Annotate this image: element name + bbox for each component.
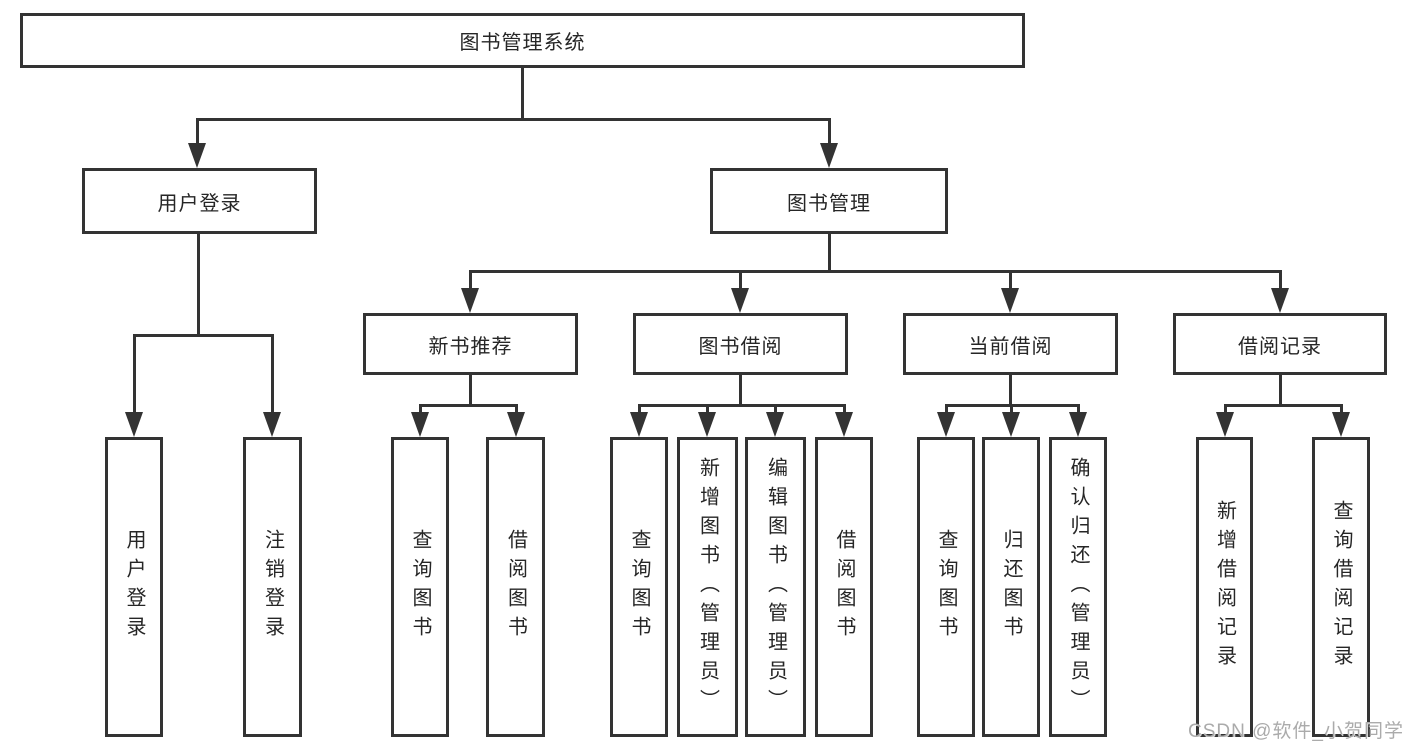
arrowhead-down-icon xyxy=(1216,412,1234,437)
leaf-user-login: 用户登录 xyxy=(105,437,163,737)
arrowhead-down-icon xyxy=(1271,288,1289,313)
connector-bookmgmt-stem xyxy=(828,234,831,273)
leaf-label: 借阅图书 xyxy=(833,529,855,645)
leaf-confirm-return-admin: 确认归还（管理员） xyxy=(1049,437,1107,737)
node-label: 图书管理 xyxy=(787,192,871,215)
leaf-query-books: 查询图书 xyxy=(391,437,449,737)
leaf-query-books: 查询图书 xyxy=(917,437,975,737)
node-label: 借阅记录 xyxy=(1238,335,1322,358)
connector-records-bar xyxy=(1224,404,1343,407)
connector-borrow-stub xyxy=(774,404,777,414)
leaf-label: 查询借阅记录 xyxy=(1330,500,1352,674)
arrowhead-down-icon xyxy=(698,412,716,437)
leaf-label: 用户登录 xyxy=(123,529,145,645)
leaf-label: 查询图书 xyxy=(935,529,957,645)
arrowhead-down-icon xyxy=(263,412,281,437)
connector-newbook-stub xyxy=(515,404,518,414)
node-label: 用户登录 xyxy=(157,192,242,215)
leaf-add-borrow-record: 新增借阅记录 xyxy=(1196,437,1253,737)
leaf-label: 新增图书（管理员） xyxy=(696,456,719,718)
connector-userlogin-stem xyxy=(197,234,200,336)
connector-newbook-stem xyxy=(469,375,472,406)
node-label: 当前借阅 xyxy=(968,335,1053,358)
leaf-query-borrow-record: 查询借阅记录 xyxy=(1312,437,1370,737)
arrowhead-down-icon xyxy=(630,412,648,437)
arrowhead-down-icon xyxy=(461,288,479,313)
leaf-borrow-books: 借阅图书 xyxy=(815,437,873,737)
connector-bookmgmt-bar xyxy=(469,270,1282,273)
leaf-add-books-admin: 新增图书（管理员） xyxy=(677,437,738,737)
csdn-watermark: CSDN @软件_小贺同学 xyxy=(1188,721,1404,742)
arrowhead-down-icon xyxy=(411,412,429,437)
node-user-login: 用户登录 xyxy=(82,168,317,234)
leaf-query-books: 查询图书 xyxy=(610,437,668,737)
connector-bookmgmt-stub xyxy=(469,270,472,290)
node-new-book-recommend: 新书推荐 xyxy=(363,313,578,375)
arrowhead-down-icon xyxy=(766,412,784,437)
connector-borrow-bar xyxy=(638,404,846,407)
leaf-return-books: 归还图书 xyxy=(982,437,1040,737)
arrowhead-down-icon xyxy=(1332,412,1350,437)
arrowhead-down-icon xyxy=(125,412,143,437)
connector-current-stub xyxy=(1010,404,1013,414)
connector-borrow-stem xyxy=(739,375,742,406)
node-label: 图书管理系统 xyxy=(459,32,586,54)
node-borrow-records: 借阅记录 xyxy=(1173,313,1387,375)
arrowhead-down-icon xyxy=(507,412,525,437)
arrowhead-down-icon xyxy=(1002,412,1020,437)
arrowhead-down-icon xyxy=(731,288,749,313)
connector-newbook-stub xyxy=(419,404,422,414)
node-book-management: 图书管理 xyxy=(710,168,948,234)
leaf-label: 编辑图书（管理员） xyxy=(764,456,787,718)
connector-newbook-bar xyxy=(419,404,518,407)
arrowhead-down-icon xyxy=(1001,288,1019,313)
connector-userlogin-bar xyxy=(133,334,274,337)
connector-root-right-stub xyxy=(828,118,831,146)
arrowhead-down-icon xyxy=(188,143,206,168)
connector-borrow-stub xyxy=(843,404,846,414)
arrowhead-down-icon xyxy=(835,412,853,437)
connector-bookmgmt-stub xyxy=(1009,270,1012,290)
connector-userlogin-right-stub xyxy=(271,334,274,414)
arrowhead-down-icon xyxy=(1069,412,1087,437)
leaf-borrow-books: 借阅图书 xyxy=(486,437,545,737)
connector-borrow-stub xyxy=(638,404,641,414)
connector-records-stem xyxy=(1279,375,1282,406)
leaf-label: 查询图书 xyxy=(628,529,650,645)
connector-current-stub xyxy=(1077,404,1080,414)
connector-userlogin-left-stub xyxy=(133,334,136,414)
arrowhead-down-icon xyxy=(820,143,838,168)
node-label: 新书推荐 xyxy=(428,335,513,358)
leaf-logout: 注销登录 xyxy=(243,437,302,737)
leaf-label: 注销登录 xyxy=(261,529,284,645)
connector-bookmgmt-stub xyxy=(739,270,742,290)
leaf-label: 归还图书 xyxy=(1000,529,1022,645)
connector-current-stub xyxy=(945,404,948,414)
connector-root-bar xyxy=(196,118,831,121)
connector-borrow-stub xyxy=(706,404,709,414)
connector-records-stub xyxy=(1224,404,1227,414)
node-label: 图书借阅 xyxy=(698,335,783,358)
connector-bookmgmt-stub xyxy=(1279,270,1282,290)
connector-current-stem xyxy=(1009,375,1012,406)
arrowhead-down-icon xyxy=(937,412,955,437)
leaf-label: 借阅图书 xyxy=(504,529,527,645)
node-current-borrow: 当前借阅 xyxy=(903,313,1118,375)
leaf-label: 新增借阅记录 xyxy=(1213,500,1236,674)
connector-root-stem xyxy=(521,68,524,121)
leaf-label: 确认归还（管理员） xyxy=(1067,456,1089,718)
node-library-system: 图书管理系统 xyxy=(20,13,1025,68)
leaf-edit-books-admin: 编辑图书（管理员） xyxy=(745,437,806,737)
leaf-label: 查询图书 xyxy=(409,529,431,645)
connector-root-left-stub xyxy=(196,118,199,146)
connector-records-stub xyxy=(1340,404,1343,414)
node-book-borrow: 图书借阅 xyxy=(633,313,848,375)
